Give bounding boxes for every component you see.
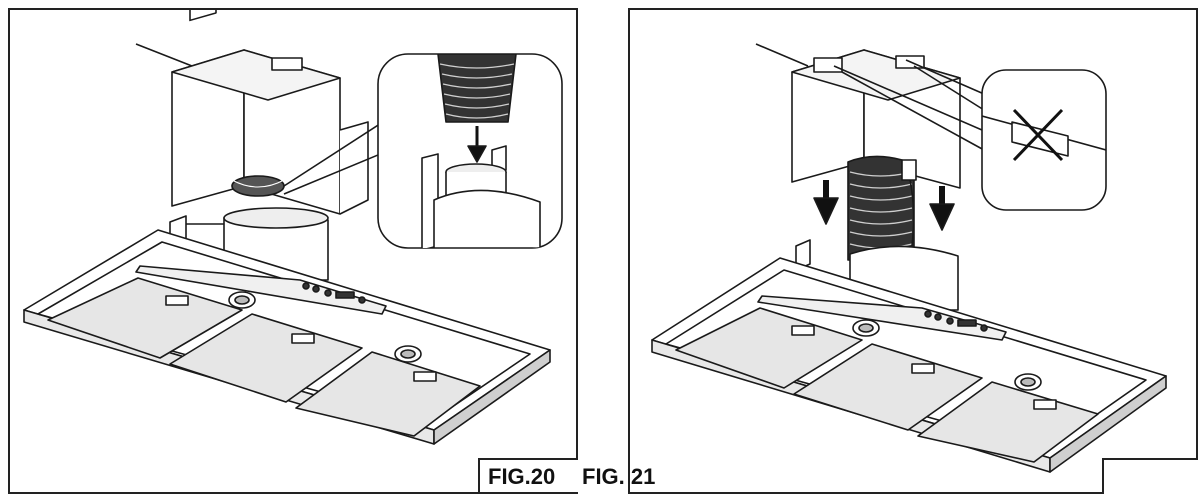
- figure-21-illustration: [651, 43, 1167, 473]
- down-arrow-icon: [929, 203, 955, 231]
- figure-20-illustration: [23, 10, 563, 445]
- grease-filter-1: [47, 277, 243, 359]
- leader-line: [755, 43, 809, 67]
- grease-filter-1: [675, 307, 863, 389]
- figure-20-label: FIG.20: [488, 464, 556, 489]
- figure-20-panel: [8, 8, 578, 494]
- chimney-top: [171, 49, 341, 101]
- figure-21-corner-box: [1102, 458, 1198, 494]
- figure-21-label: FIG. 21: [582, 464, 656, 489]
- flex-duct-end: [231, 175, 285, 197]
- figure-21-panel: [628, 8, 1198, 494]
- figure-20-label-box: [478, 458, 578, 494]
- grease-filter-2: [793, 343, 983, 431]
- down-arrow-icon: [813, 197, 839, 225]
- leader-line: [135, 43, 193, 67]
- down-arrow-icon: [467, 145, 487, 163]
